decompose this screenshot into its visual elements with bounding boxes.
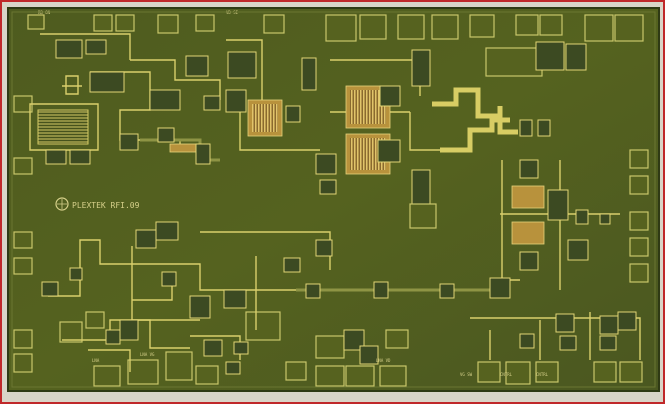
control-block [343,311,641,365]
svg-text:PLEXTEK RFI.09: PLEXTEK RFI.09 [72,201,140,210]
center-bus [41,221,511,330]
bottom-pad-row [59,311,643,387]
top-pad-row [27,14,644,42]
right-pad-column [629,149,649,283]
svg-text:CNTRL: CNTRL [536,372,549,377]
upper-left-circuit [40,33,221,165]
svg-text:VG SW: VG SW [460,372,473,377]
svg-text:LNA VG: LNA VG [140,352,155,357]
meander-filter [29,39,107,165]
svg-text:LNA VD: LNA VD [376,358,391,363]
svg-text:CNTRL: CNTRL [500,372,513,377]
switch-network [500,159,620,290]
amplifier-stage-1 [225,39,320,151]
transmission-line-right [432,41,587,153]
lower-left-circuit [62,319,249,375]
plextek-logo: PLEXTEK RFI.09 [55,197,140,211]
amplifier-stage-2 [315,49,440,229]
svg-text:LNA: LNA [92,358,100,363]
left-pad-column [13,95,33,373]
seal-ring [11,11,656,388]
